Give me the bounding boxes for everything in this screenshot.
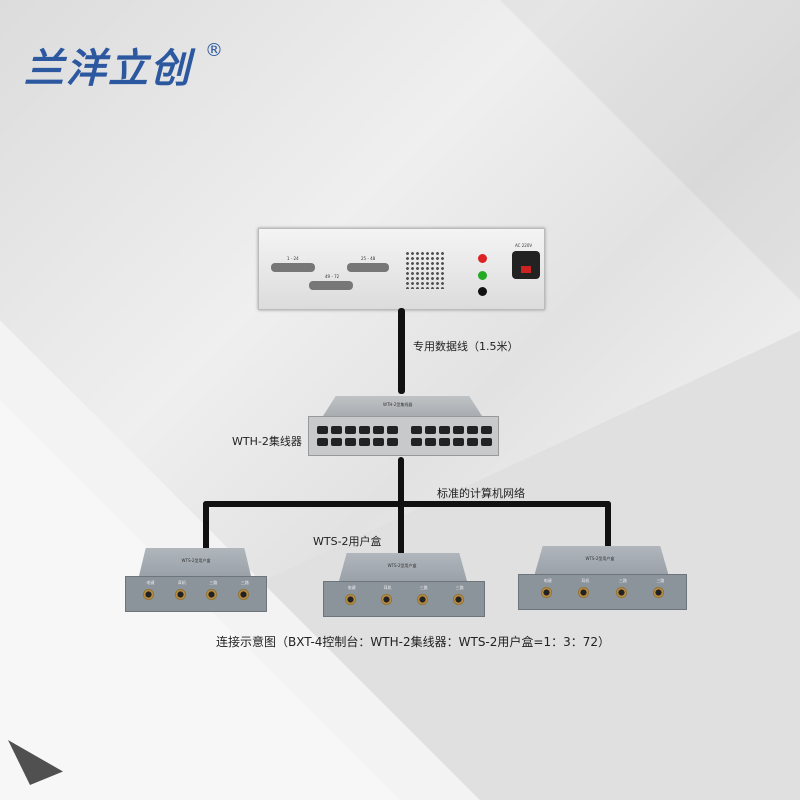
rj45-port [411,426,422,434]
jack-label: 三路 [656,578,665,583]
rj45-port [373,438,384,446]
box-top: WTS-2型用户盒 [139,548,251,576]
rj45-port [331,426,342,434]
registered-mark: ® [205,40,223,61]
box-front: 电键 耳机 三路 三路 [125,576,267,612]
box-top-label: WTS-2型用户盒 [181,558,211,563]
network-line [605,501,611,549]
audio-jack-icon [615,587,627,598]
rj45-port [387,426,398,434]
rj45-port [411,438,422,446]
network-line [398,501,404,556]
jack-label: 三路 [240,580,249,585]
rj45-port [481,438,492,446]
bxt4-console: 1 - 24 25 - 48 49 - 72 AC 220V [258,228,545,310]
box-front: 电键 耳机 三路 三路 [518,574,687,610]
jack-label: 电键 [543,578,552,583]
hub-front [308,416,499,456]
hub-top: WTH-2型集线器 [323,396,482,416]
rj45-port [387,438,398,446]
green-terminal-icon [478,271,487,280]
jack-label: 耳机 [581,578,590,583]
rj45-port [481,426,492,434]
network-line [203,501,209,551]
rj45-port [359,438,370,446]
box-top: WTS-2型用户盒 [534,546,669,574]
user-box-label: WTS-2用户盒 [313,535,382,548]
box-front: 电键 耳机 三路 三路 [323,581,485,617]
hub-label: WTH-2集线器 [232,435,302,448]
audio-jack-icon [143,589,155,600]
jack-label: 耳机 [177,580,186,585]
power-socket-icon [512,251,540,279]
rj45-port [467,438,478,446]
box-top-label: WTS-2型用户盒 [585,556,615,561]
data-cable [398,308,405,394]
audio-jack-icon [380,594,392,605]
audio-jack-icon [540,587,552,598]
rj45-port [425,438,436,446]
jack-label: 三路 [618,578,627,583]
caption: 连接示意图（BXT-4控制台：WTH-2集线器：WTS-2用户盒=1：3：72） [216,635,610,649]
port-label: 1 - 24 [287,256,299,261]
rj45-port [453,426,464,434]
hub-top-label: WTH-2型集线器 [383,402,413,407]
network-label: 标准的计算机网络 [437,487,525,500]
background-shade [500,0,800,300]
wts2-user-box: WTS-2型用户盒电键 耳机 三路 三路 [518,546,687,610]
fan-grille [405,251,445,289]
jack-label: 耳机 [383,585,392,590]
wts2-user-box: WTS-2型用户盒电键 耳机 三路 三路 [323,553,485,617]
dsub-connector [271,263,315,272]
rj45-port [453,438,464,446]
rj45-port [359,426,370,434]
network-line [203,501,611,507]
jack-label: 三路 [419,585,428,590]
audio-jack-icon [206,589,218,600]
rj45-port [467,426,478,434]
dsub-connector [347,263,389,272]
power-label: AC 220V [515,243,533,248]
rj45-port [317,438,328,446]
audio-jack-icon [344,594,356,605]
wth2-hub: WTH-2型集线器 [308,396,499,457]
cable-label: 专用数据线（1.5米） [413,340,519,353]
rj45-port [345,426,356,434]
port-label: 25 - 48 [361,256,376,261]
audio-jack-icon [578,587,590,598]
audio-jack-icon [237,589,249,600]
rj45-port [425,426,436,434]
box-top-label: WTS-2型用户盒 [387,563,417,568]
rj45-port [373,426,384,434]
jack-label: 电键 [146,580,155,585]
audio-jack-icon [653,587,665,598]
audio-jack-icon [416,594,428,605]
rj45-port [439,438,450,446]
rj45-port [331,438,342,446]
jack-label: 三路 [209,580,218,585]
black-terminal-icon [478,287,487,296]
box-top: WTS-2型用户盒 [339,553,467,581]
network-line [398,457,404,505]
jack-label: 电键 [347,585,356,590]
dsub-connector [309,281,353,290]
audio-jack-icon [452,594,464,605]
wts2-user-box: WTS-2型用户盒电键 耳机 三路 三路 [125,548,267,612]
audio-jack-icon [174,589,186,600]
rj45-port [317,426,328,434]
red-terminal-icon [478,254,487,263]
port-label: 49 - 72 [325,274,340,279]
jack-label: 三路 [455,585,464,590]
brand-logo: 兰洋立创 [24,46,192,92]
rj45-port [345,438,356,446]
rj45-port [439,426,450,434]
